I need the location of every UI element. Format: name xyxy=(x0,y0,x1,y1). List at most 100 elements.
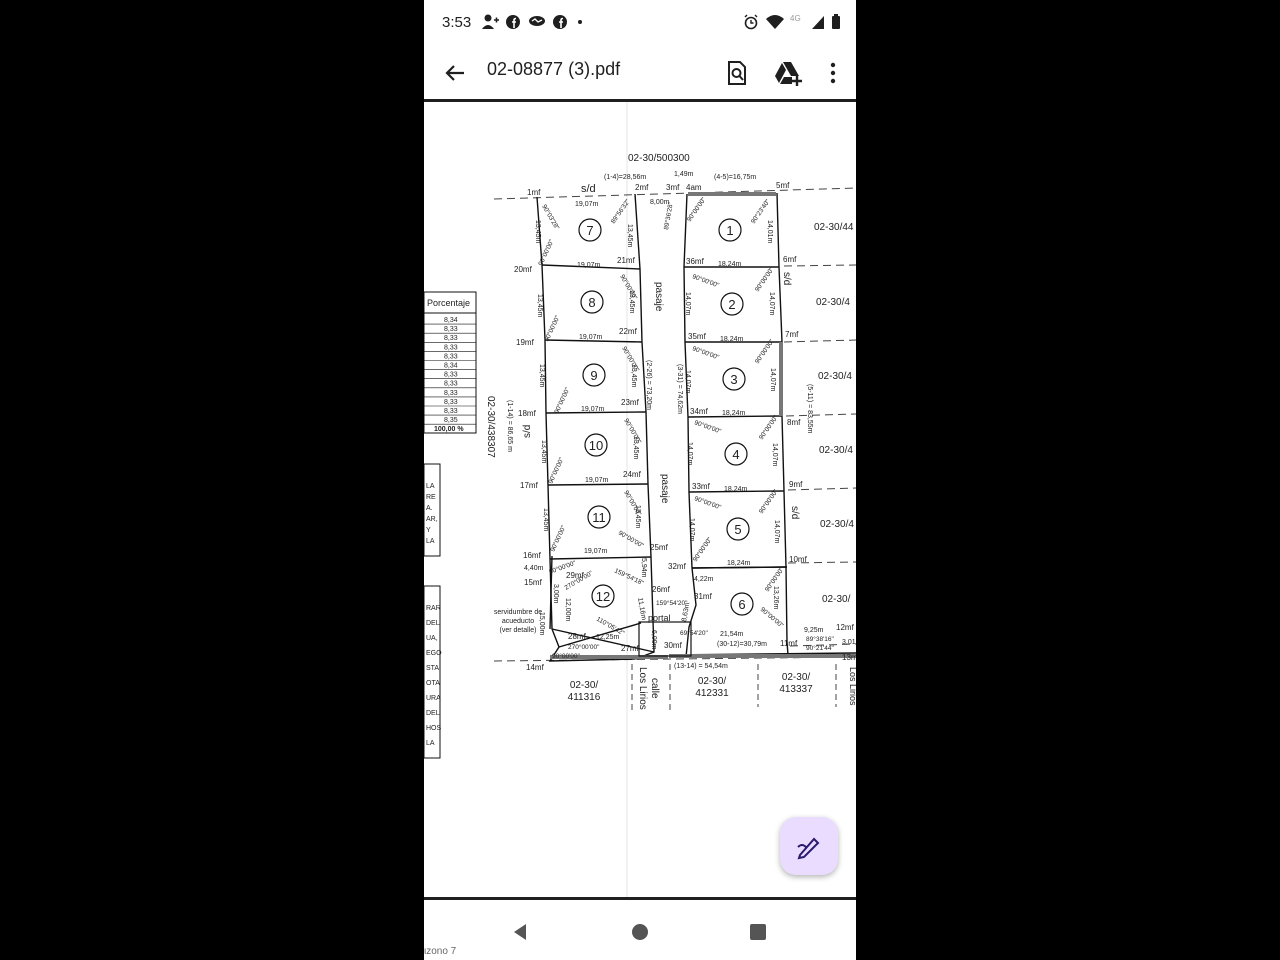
dim-label: 8,63m xyxy=(681,602,691,623)
point-label: 21mf xyxy=(617,256,636,265)
point-label: 23mf xyxy=(621,398,640,407)
side-text-fragment: LA xyxy=(426,740,435,747)
table-cell: 8,34 xyxy=(444,317,458,324)
point-label: 15mf xyxy=(524,578,543,587)
angle-label: 90°00'00" xyxy=(693,494,723,511)
depth-label: 14,07m xyxy=(688,518,695,542)
width-label: 18,24m xyxy=(727,560,751,567)
sd-label: s/d xyxy=(581,183,596,195)
angle-label: 90°03'28" xyxy=(540,203,561,232)
lot-number: 9 xyxy=(590,368,597,383)
dim-label: (3-31) = 74,62m xyxy=(676,364,683,414)
drive-add-icon[interactable] xyxy=(771,56,805,90)
width-label: 18,24m xyxy=(720,336,744,343)
angle-label: 89°56'32" xyxy=(609,197,632,225)
depth-label: 14,07m xyxy=(769,368,776,392)
lot-number: 11 xyxy=(592,510,606,525)
table-cell: 8,33 xyxy=(444,390,458,397)
point-label: 35mf xyxy=(688,332,707,341)
angle-label: 90°00'00" xyxy=(691,272,721,289)
depth-label: 14,07m xyxy=(773,520,780,544)
dim-label: 12,25m xyxy=(596,634,620,641)
back-arrow-icon[interactable] xyxy=(438,56,472,90)
lot-number: 10 xyxy=(589,438,603,453)
back-triangle-icon[interactable] xyxy=(506,918,534,946)
angle-label: 89°38'16" xyxy=(806,635,835,643)
depth-label: 14,07m xyxy=(684,370,691,394)
side-text-fragment: Y xyxy=(426,527,431,534)
street-label: Los Lirios xyxy=(848,667,856,706)
person-add-icon xyxy=(482,14,499,29)
point-label: 4am xyxy=(686,183,702,192)
table-cell: 8,33 xyxy=(444,344,458,351)
dim-label: 4,22m xyxy=(694,576,714,583)
home-circle-icon[interactable] xyxy=(626,918,654,946)
angle-label: 90°00'00" xyxy=(693,418,723,435)
side-text-fragment: EGO xyxy=(426,650,442,657)
parcel-label: 02-30/4 xyxy=(819,445,853,456)
street-label: calle xyxy=(649,678,660,699)
side-text-fragment: A. xyxy=(426,505,433,512)
width-label: 18,24m xyxy=(722,410,746,417)
more-vert-icon[interactable] xyxy=(816,56,850,90)
table-cell: 8,33 xyxy=(444,326,458,333)
notification-icons xyxy=(480,13,586,33)
point-label: 24mf xyxy=(623,470,642,479)
facebook-icon xyxy=(553,15,568,29)
side-text-fragment: DEL xyxy=(426,710,440,717)
angle-label: 90°00'00" xyxy=(753,265,776,293)
depth-label: 13,45m xyxy=(626,224,633,248)
table-cell: 8,33 xyxy=(444,335,458,342)
dim-label: 21,54m xyxy=(720,631,744,638)
side-text-fragment: LA xyxy=(426,483,435,490)
dim-label: 11,16m xyxy=(636,597,647,621)
point-label: 7mf xyxy=(785,330,799,339)
facebook-icon xyxy=(506,15,521,29)
search-document-icon[interactable] xyxy=(720,56,754,90)
point-label: 20mf xyxy=(514,265,533,274)
width-label: 19,07m xyxy=(579,334,603,341)
dim-label: 3,00m xyxy=(552,584,559,604)
point-label: 22mf xyxy=(619,327,638,336)
street-label: Los Lirios xyxy=(637,667,648,710)
point-label: 11mf xyxy=(780,639,798,648)
angle-label: 90°00'00" xyxy=(622,489,643,518)
battery-icon xyxy=(832,14,840,29)
width-label: 19,07m xyxy=(581,406,605,413)
angle-label: 90°21'44" xyxy=(806,644,835,652)
depth-label: 14,07m xyxy=(768,292,775,316)
left-parcel-label: 02-30/438307 xyxy=(485,396,496,458)
app-bar: 02-08877 (3).pdf xyxy=(424,46,856,100)
depth-label: 13,45m xyxy=(536,294,543,318)
width-label: 19,07m xyxy=(577,262,601,269)
point-label: 17mf xyxy=(520,481,539,490)
angle-label: 90°00'00" xyxy=(617,529,646,550)
lot-number: 5 xyxy=(734,522,741,537)
lot-number: 4 xyxy=(732,447,739,462)
depth-label: 13,45m xyxy=(534,220,541,244)
network-type-icon: 4G xyxy=(790,14,801,23)
depth-label: 14,01m xyxy=(766,220,773,244)
recents-square-icon[interactable] xyxy=(744,918,772,946)
lot-number: 2 xyxy=(728,297,735,312)
side-text-fragment: OTA xyxy=(426,680,440,687)
pasaje-label: pasaje xyxy=(653,282,664,312)
side-text-fragment: STA xyxy=(426,665,439,672)
depth-label: 14,07m xyxy=(684,292,691,316)
parcel-label: 413337 xyxy=(779,684,813,695)
point-label: 29mf xyxy=(566,571,585,580)
page-top-border xyxy=(424,99,856,102)
angle-label: 159°54'20" xyxy=(656,599,688,607)
portal-label: portal xyxy=(648,613,671,623)
pdf-page-view[interactable]: 1 2 3 4 5 6 7 8 9 10 11 12 02-30/500300 … xyxy=(424,102,856,897)
dim-label: (13-14) = 54,54m xyxy=(674,663,728,670)
alarm-icon xyxy=(744,14,758,30)
width-label: 19,07m xyxy=(585,477,609,484)
depth-label: 13,45m xyxy=(538,364,545,388)
sd-label: s/d xyxy=(781,272,792,285)
depth-label: 14,07m xyxy=(686,442,693,466)
edit-fab[interactable] xyxy=(780,817,838,875)
lot-number: 7 xyxy=(586,223,593,238)
depth-label: 14,07m xyxy=(771,443,778,467)
point-label: 9mf xyxy=(789,480,803,489)
